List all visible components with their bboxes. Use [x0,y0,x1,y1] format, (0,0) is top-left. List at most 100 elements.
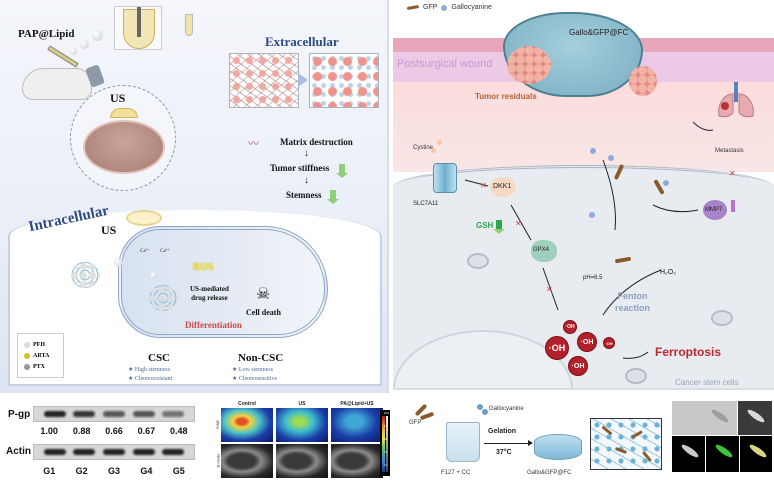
fenton-line-2: reaction [615,303,651,313]
bmode-image-control [221,444,273,478]
gfp-legend-label: GFP [423,4,438,11]
metastasis-label: Metastasis [715,148,744,154]
pgp-value: 0.88 [72,426,91,436]
bubble-icon [80,40,89,49]
ferroptosis-label: Ferroptosis [655,345,722,359]
colorbar-tick: 64 [384,424,388,428]
pgp-relative-values: 1.00 0.88 0.66 0.67 0.48 [33,426,195,436]
pgp-band [102,411,125,417]
drug-release-line-1: US-mediated [190,285,229,293]
pgp-band [162,411,185,417]
gallocyanine-dot-icon [441,4,448,11]
mitochondrion-icon [711,310,733,326]
mitochondrion-icon [467,253,489,269]
colorbar-grayscale [386,416,388,472]
crystal-shape [714,442,734,460]
sem-image [738,401,772,435]
gfp-rod-icon [641,450,653,463]
fenton-reaction-label: Fenton reaction [615,290,650,314]
group-label: G4 [140,466,153,476]
nanoparticle-icon [148,285,178,311]
postsurgical-wound-label: Postsurgical wound [397,58,493,70]
mitochondrion-icon [625,368,647,384]
slc7a11-label: SLC7A11 [413,201,439,207]
gsh-decrease-arrow-icon [493,220,505,234]
gfp-gallo-legend: GFP Gallocyanine [406,4,492,11]
tumor-residual-cluster-icon [507,46,551,84]
svg-text:✕: ✕ [546,285,553,294]
bmode-image-us [276,444,328,478]
colorbar-tick: 48 [384,437,388,441]
actin-band [132,449,155,455]
pgp-value: 0.66 [105,426,123,436]
row-label-swe: SWE [215,419,221,430]
gallocyanine-dot-icon [477,404,483,410]
fenton-line-1: Fenton [617,291,648,301]
temperature-label: 37°C [496,449,512,456]
degraded-matrix-illustration [309,53,379,108]
us-wave-icon [126,210,162,226]
gfp-source-label: GFP [409,420,422,426]
swe-row [221,408,383,442]
csc-title: CSC [148,352,171,364]
cancer-cell-membrane [118,226,328,338]
skull-icon: ☠ [256,286,271,303]
fluorescence-green-image [706,436,739,472]
tumor-residuals-label: Tumor residuals [475,92,537,101]
swe-column-header: Control [238,401,256,407]
swe-image-us [276,408,328,442]
mouse-icon [22,68,92,100]
gsh-label: GSH [476,221,494,230]
calcium-ion-label: Ca²⁺ [160,249,170,254]
arrow-right-icon [484,440,533,446]
h2o2-label: H₂O₂ [660,269,676,276]
gallocyanine-dot-icon [608,155,614,161]
gfp-rod-icon [419,411,435,421]
bubble-icon [92,30,103,41]
drug-release-label: US-mediated drug release [190,285,229,303]
legend-item-ptx: PTX [18,361,63,372]
ptx-dot-icon [24,363,30,370]
brightfield-image [672,401,737,435]
pgp-value: 1.00 [40,426,58,436]
hydroxyl-radical-icon: ·OH [603,337,615,349]
sonication-tube-illustration [114,6,162,50]
actin-band [162,449,185,455]
non-csc-trait: ★ Chemosensitive [232,376,278,382]
collagen-fiber-icon: 〰 [248,138,259,150]
arrow-down-icon: ↓ [304,175,309,186]
svg-text:✕: ✕ [729,169,736,178]
svg-text:✕: ✕ [480,181,487,190]
csc-trait: ★ High stemness [128,367,171,373]
mmp7-label: MMP7 [705,207,723,213]
group-label: G5 [172,466,185,476]
pgp-value: 0.48 [169,426,188,436]
us-transducer-icon [110,108,138,118]
pap-lipid-label: PAP@Lipid [18,28,75,40]
legend-label: ARTA [33,352,50,359]
crystal-shape [748,442,768,460]
lung-icon [718,82,754,118]
drug-release-line-2: drug release [191,294,228,302]
gallocyanine-source-label: Gallocyanine [489,406,524,412]
gallocyanine-legend-label: Gallocyanine [451,4,492,11]
hydrogel-label: Gallo&GFP@FC [569,28,629,37]
pfh-dot-icon [24,341,30,348]
crystal-shape [680,442,700,460]
gallocyanine-dot-icon [590,148,596,154]
decrease-arrow-icon [336,164,348,178]
cystine-dot-icon [431,148,436,153]
sonicator-probe-icon [137,7,141,37]
swe-column-headers: Control US PA@Lipid+US [221,401,383,407]
gallocyanine-dot-icon [482,409,488,415]
group-labels: G1 G2 G3 G4 G5 [33,466,195,476]
mmp7-protein-icon [703,200,727,220]
crystal-shape [746,407,766,425]
swe-image-pa-lipid-us [331,408,383,442]
pgp-blot-strip [33,406,195,422]
stemness-label: Stemness [286,190,322,200]
ph-label: pH=6.5 [583,275,603,281]
gel-product-label: Gallo&GFP@FC [527,470,572,476]
group-label: G2 [75,466,88,476]
dkk1-protein-icon [490,177,516,197]
